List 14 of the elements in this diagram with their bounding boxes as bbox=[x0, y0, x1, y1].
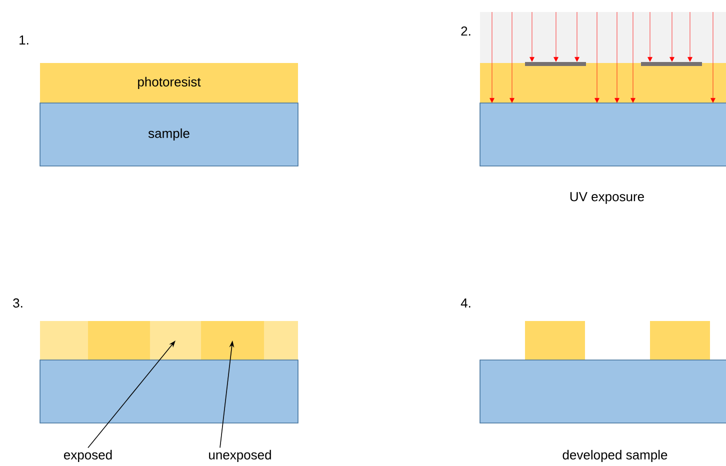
sample-layer bbox=[480, 360, 726, 424]
photoresist-layer: photoresist bbox=[40, 63, 298, 103]
step-number: 2. bbox=[461, 26, 470, 36]
sample-layer bbox=[40, 360, 298, 424]
sample-layer: sample bbox=[40, 102, 298, 166]
step-number: 3. bbox=[13, 298, 22, 308]
caption-text: exposed bbox=[64, 450, 112, 462]
caption-text: UV exposure bbox=[570, 192, 644, 204]
caption-text: developed sample bbox=[562, 450, 668, 462]
step-number: 1. bbox=[20, 36, 28, 44]
unexposed-region bbox=[201, 321, 264, 360]
exposed-region bbox=[150, 321, 201, 360]
caption-text: unexposed bbox=[209, 450, 271, 462]
step-number: 4. bbox=[460, 298, 470, 308]
